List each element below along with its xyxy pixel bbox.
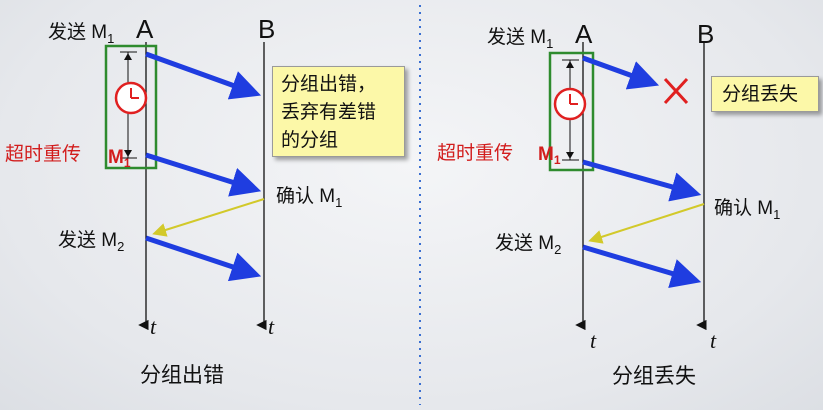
host-a-label: A	[136, 14, 154, 44]
retransmit-label: 超时重传	[437, 142, 513, 164]
retransmit-label: 超时重传	[5, 143, 81, 165]
time-axis-b-label: t	[268, 314, 275, 339]
timer-down-arrowhead	[124, 150, 132, 157]
note-line-2: 丢弃有差错	[281, 102, 377, 123]
send-m1-arrow	[145, 51, 262, 100]
ack-m1-label: 确认 M1	[714, 197, 780, 222]
m1-red-label: M1	[108, 147, 131, 170]
time-axis-a-label: t	[150, 314, 157, 339]
send-m2-arrow	[145, 235, 262, 282]
timer-box	[104, 44, 158, 170]
right-panel: 发送 M1 A B 超时重传 M1 确认 M1 发送 M2 t t 分组丢失	[437, 19, 780, 388]
ack-m1-arrow	[152, 198, 265, 237]
clock-icon	[553, 87, 587, 121]
note-line-1: 分组出错，	[281, 74, 377, 95]
left-panel: 发送 M1 A B 超时重传 M1 确认 M1 发送 M2 t t 分组出错	[5, 14, 342, 387]
note-text: 分组丢失	[722, 84, 799, 105]
send-m2-label: 发送 M2	[495, 232, 561, 257]
clock-icon	[114, 81, 148, 115]
send-m2-label: 发送 M2	[58, 229, 124, 254]
timer-up-arrowhead	[566, 61, 574, 68]
ack-m1-label: 确认 M1	[276, 185, 342, 210]
timer-down-arrowhead	[566, 152, 574, 159]
host-b-label: B	[258, 14, 275, 44]
send-m2-arrow	[582, 244, 702, 288]
send-m1-lost-arrow	[582, 55, 660, 90]
ack-m1-arrow	[588, 203, 705, 244]
time-axis-b-label: t	[710, 328, 717, 353]
left-caption: 分组出错	[140, 364, 224, 387]
host-a-label: A	[575, 19, 593, 49]
loss-x-icon	[663, 77, 689, 105]
packet-loss-note: 分组丢失	[711, 76, 819, 112]
time-axis-a-label: t	[590, 328, 597, 353]
send-m1-label: 发送 M1	[48, 21, 114, 46]
right-caption: 分组丢失	[612, 365, 696, 388]
timer-up-arrowhead	[124, 53, 132, 60]
packet-error-note: 分组出错， 丢弃有差错 的分组	[272, 66, 405, 157]
timer-box	[548, 51, 595, 172]
send-m1-label: 发送 M1	[487, 26, 553, 51]
retransmit-m1-arrow	[582, 159, 702, 202]
host-b-label: B	[697, 19, 714, 49]
retransmit-m1-arrow	[145, 152, 262, 197]
note-line-3: 的分组	[281, 130, 339, 151]
m1-red-label: M1	[538, 144, 561, 167]
